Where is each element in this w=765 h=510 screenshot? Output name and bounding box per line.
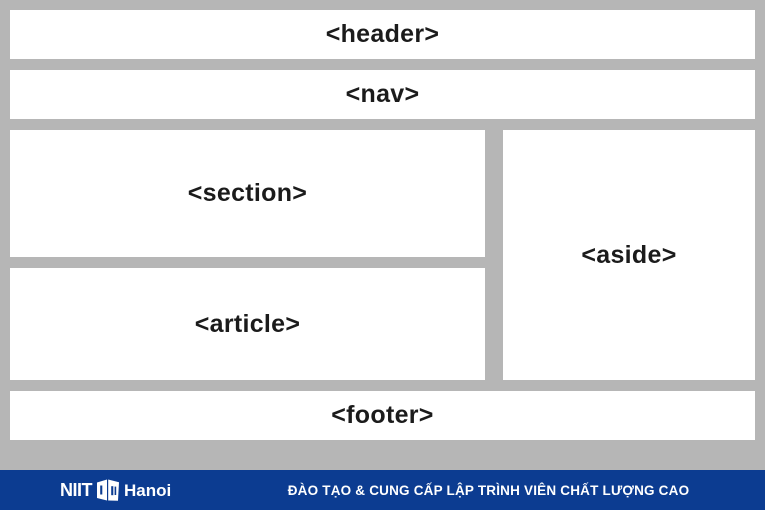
brand-tagline: ĐÀO TẠO & CUNG CẤP LẬP TRÌNH VIÊN CHẤT L… (287, 482, 690, 498)
layout-block-aside-label: <aside> (581, 240, 677, 269)
logo-primary-text: NIIT (60, 480, 93, 500)
brand-footer-bar: NIIT Hanoi ĐÀO TẠO & CUNG CẤP LẬP TRÌNH … (0, 470, 765, 510)
layout-block-nav-label: <nav> (345, 80, 420, 108)
niit-hanoi-logo: NIIT Hanoi (60, 477, 171, 503)
layout-block-aside: <aside> (503, 130, 755, 380)
layout-block-section: <section> (10, 130, 485, 257)
layout-block-section-label: <section> (187, 179, 308, 207)
layout-block-article-label: <article> (194, 309, 301, 338)
layout-block-footer-label: <footer> (331, 401, 434, 429)
layout-block-nav: <nav> (10, 70, 755, 119)
layout-block-header-label: <header> (325, 20, 440, 48)
layout-block-footer: <footer> (10, 391, 755, 440)
layout-block-header: <header> (10, 10, 755, 59)
niit-book-pages-icon (95, 478, 121, 502)
logo-secondary-text: Hanoi (124, 480, 172, 500)
layout-block-article: <article> (10, 268, 485, 380)
